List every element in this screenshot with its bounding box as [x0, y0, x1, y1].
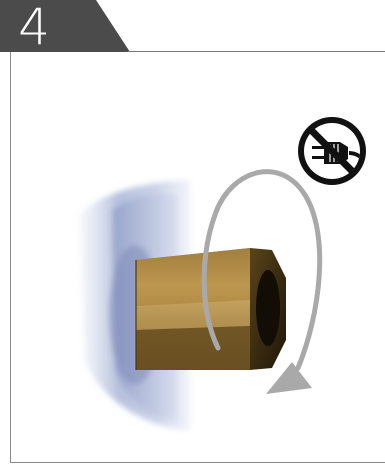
step-number: 4 — [6, 2, 62, 52]
header-rule — [128, 51, 385, 52]
frame-bottom-border — [10, 462, 385, 463]
brass-fitting — [136, 248, 286, 370]
fitting-illustration — [40, 100, 385, 460]
frame-left-border — [10, 52, 11, 462]
